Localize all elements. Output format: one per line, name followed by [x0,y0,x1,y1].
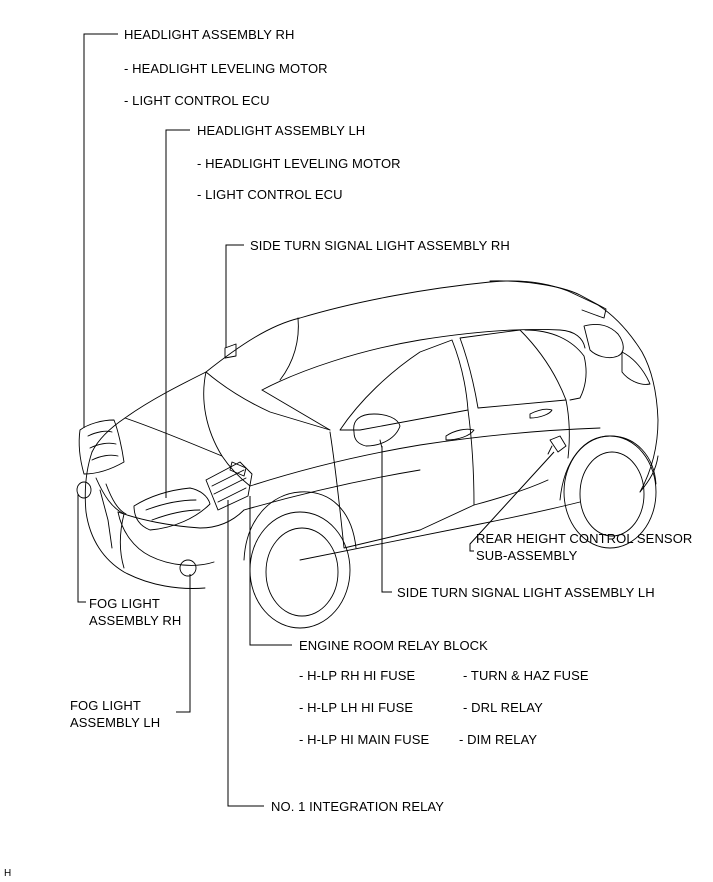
leader-headlight-rh [83,33,118,428]
label-side-turn-signal-lh: SIDE TURN SIGNAL LIGHT ASSEMBLY LH [397,585,655,600]
leader-engine-relay-block [249,496,292,646]
label-fuse-hlp-hi-main: - H-LP HI MAIN FUSE [299,732,430,747]
label-engine-room-relay-block: ENGINE ROOM RELAY BLOCK [299,638,488,653]
label-headlight-rh-leveling-motor: - HEADLIGHT LEVELING MOTOR [124,61,328,76]
leader-fog-lh [176,574,191,713]
label-headlight-rh-light-control-ecu: - LIGHT CONTROL ECU [124,93,270,108]
label-headlight-rh: HEADLIGHT ASSEMBLY RH [124,27,295,42]
leader-side-turn-lh [381,446,392,593]
leader-fog-rh [77,494,86,603]
label-relay-dim: - DIM RELAY [459,732,538,747]
label-rear-height-sensor-line2: SUB-ASSEMBLY [476,548,578,563]
leader-integration-relay [227,500,264,807]
label-fog-lh-line1: FOG LIGHT [70,698,141,713]
label-rear-height-sensor-line1: REAR HEIGHT CONTROL SENSOR [476,531,693,546]
label-headlight-lh-leveling-motor: - HEADLIGHT LEVELING MOTOR [197,156,401,171]
label-fog-lh-line2: ASSEMBLY LH [70,715,161,730]
label-relay-drl: - DRL RELAY [463,700,543,715]
leader-lines [77,33,555,807]
label-fuse-turn-haz: - TURN & HAZ FUSE [463,668,589,683]
label-fog-rh-line1: FOG LIGHT [89,596,160,611]
label-integration-relay: NO. 1 INTEGRATION RELAY [271,799,445,814]
label-fog-rh-line2: ASSEMBLY RH [89,613,182,628]
leader-rear-height-sensor [469,451,555,552]
label-side-turn-signal-rh: SIDE TURN SIGNAL LIGHT ASSEMBLY RH [250,238,510,253]
label-fuse-hlp-rh-hi: - H-LP RH HI FUSE [299,668,416,683]
label-headlight-lh: HEADLIGHT ASSEMBLY LH [197,123,366,138]
car-illustration [76,280,659,629]
label-headlight-lh-light-control-ecu: - LIGHT CONTROL ECU [197,187,343,202]
label-fuse-hlp-lh-hi: - H-LP LH HI FUSE [299,700,414,715]
corner-code: H [4,868,12,879]
leader-headlight-lh [165,129,190,498]
leader-side-turn-rh [225,244,244,348]
